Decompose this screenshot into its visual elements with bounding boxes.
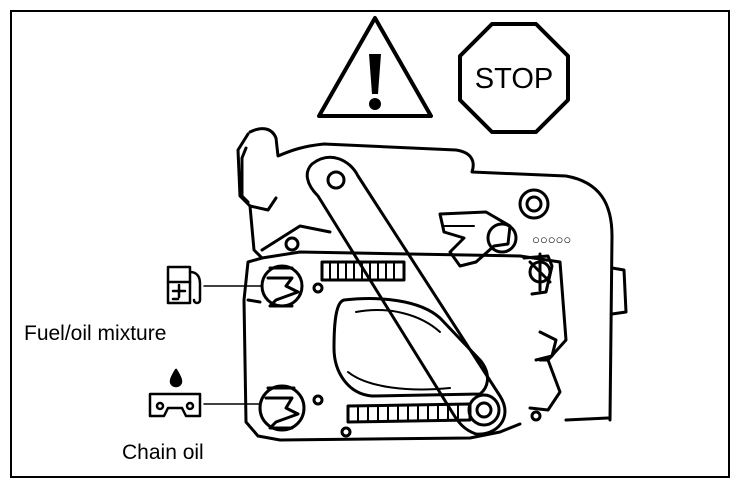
fuel-pump-icon — [166, 265, 202, 305]
chain-oil-label: Chain oil — [122, 441, 204, 464]
svg-text:○○○○○: ○○○○○ — [532, 232, 571, 247]
fuel-oil-mixture-label: Fuel/oil mixture — [24, 322, 167, 345]
chain-oil-icon — [148, 368, 202, 418]
stop-sign-icon: STOP — [458, 22, 570, 134]
diagram-frame — [10, 10, 730, 478]
chainsaw-illustration: ○○○○○ — [236, 127, 628, 442]
warning-triangle-icon — [317, 16, 433, 118]
chain-oil-cap — [258, 384, 306, 432]
fuel-cap — [260, 264, 304, 308]
stop-sign-text: STOP — [475, 63, 553, 95]
